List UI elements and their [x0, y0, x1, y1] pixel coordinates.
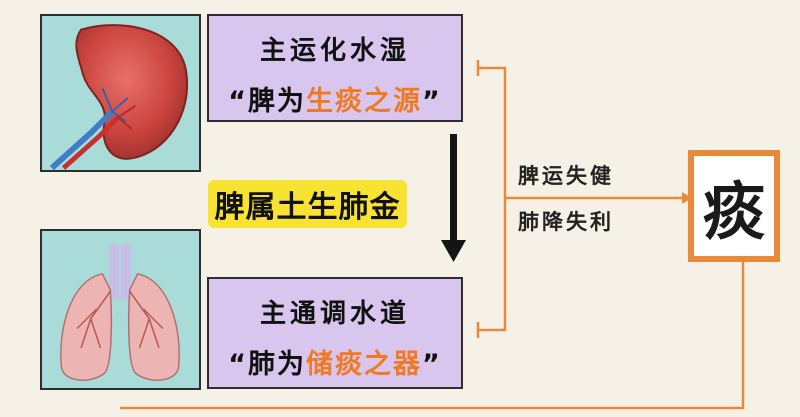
lung-function-title: 主通调水道 [259, 299, 410, 329]
phlegm-character: 痰 [702, 175, 765, 248]
lung-prefix: 肺为 [248, 349, 306, 380]
close-quote: ” [422, 349, 442, 380]
lung-function-subtitle: “肺为储痰之器” [209, 342, 461, 381]
spleen-dysfunction-label: 脾运失健 [518, 164, 614, 188]
close-quote: ” [422, 86, 442, 117]
lung-highlight: 储痰之器 [306, 349, 422, 380]
lung-dysfunction-label: 肺降失利 [518, 210, 614, 234]
down-arrow-shaft [450, 134, 457, 244]
return-line [120, 262, 745, 410]
down-arrow-head [441, 240, 466, 262]
spleen-highlight: 生痰之源 [306, 86, 422, 117]
open-quote: “ [228, 349, 248, 380]
lung-illustration [40, 229, 201, 390]
phlegm-result-box: 痰 [688, 150, 780, 262]
relation-label: 脾属土生肺金 [208, 180, 407, 228]
spleen-prefix: 脾为 [248, 86, 306, 117]
open-quote: “ [228, 86, 248, 117]
spleen-illustration [40, 14, 201, 172]
spleen-function-title: 主运化水湿 [259, 36, 410, 66]
cause-arrowhead [682, 192, 692, 204]
bracket-connector [478, 66, 507, 332]
lungs-icon [60, 244, 180, 381]
spleen-function-subtitle: “脾为生痰之源” [209, 79, 461, 118]
spleen-function-box: 主运化水湿 “脾为生痰之源” [207, 14, 463, 122]
spleen-icon [49, 24, 189, 170]
lung-function-box: 主通调水道 “肺为储痰之器” [207, 277, 463, 389]
